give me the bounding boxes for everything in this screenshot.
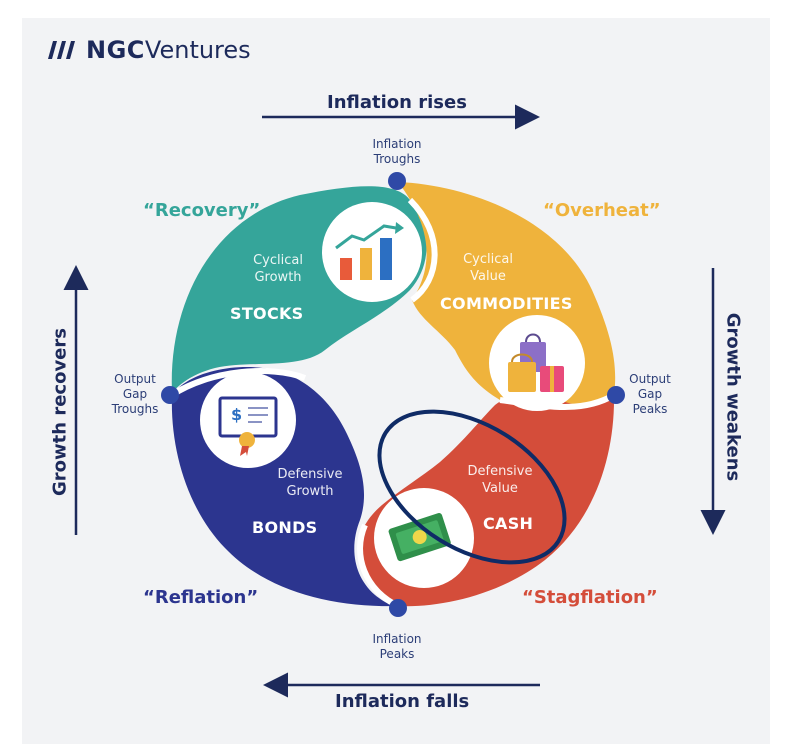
money-icon [388,513,451,562]
label-growth-weakens: Growth weakens [722,312,744,482]
certificate-icon: $ [218,396,278,456]
phase-overheat: “Overheat” [543,200,661,221]
stocks-label: STOCKS [230,304,304,323]
commodities-label: COMMODITIES [440,294,573,313]
ngc-logo: NGC Ventures [46,36,251,64]
cash-label: CASH [483,514,534,533]
brand-rest: Ventures [144,36,251,64]
brand-bold: NGC [86,36,145,64]
output-gap-peaks-dot [607,386,625,404]
phase-reflation: “Reflation” [143,587,259,608]
label-inflation-falls: Inflation falls [335,691,470,712]
ngc-logo-mark-icon [48,41,75,59]
phase-recovery: “Recovery” [143,200,261,221]
inflation-peaks-dot [389,599,407,617]
inflation-troughs-dot [388,172,406,190]
label-growth-recovers: Growth recovers [49,328,71,496]
label-inflation-rises: Inflation rises [327,92,467,113]
svg-text:$: $ [231,405,242,424]
output-gap-troughs-dot [161,386,179,404]
phase-stagflation: “Stagflation” [522,587,658,608]
bar-chart-icon [335,222,404,280]
cash-highlight-ring [377,409,567,565]
diagram-panel [22,18,770,744]
bonds-label: BONDS [252,518,318,537]
shopping-bag-icon [508,333,564,392]
